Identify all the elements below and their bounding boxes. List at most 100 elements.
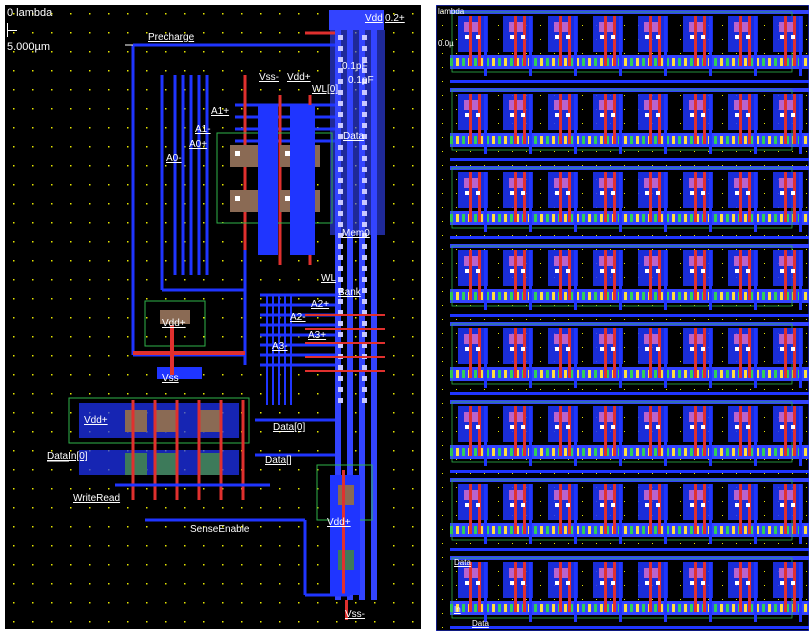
grid-dot	[51, 222, 53, 224]
layout-view-right[interactable]: lambda 0.0µ Data In Data	[436, 5, 809, 631]
bus-contact	[786, 292, 789, 300]
grid-dot	[498, 207, 499, 208]
bus-contact	[750, 604, 753, 612]
grid-dot	[32, 241, 34, 243]
grid-dot	[355, 279, 357, 281]
grid-dot	[764, 207, 765, 208]
bus-contact	[450, 214, 453, 222]
grid-dot	[722, 347, 723, 348]
grid-dot	[355, 431, 357, 433]
grid-dot	[51, 298, 53, 300]
bus-contact	[768, 136, 771, 144]
grid-dot	[764, 123, 765, 124]
via	[362, 112, 367, 117]
contact	[285, 151, 290, 156]
grid-dot	[624, 571, 625, 572]
bus-contact	[762, 136, 765, 144]
cell-poly	[739, 562, 742, 612]
grid-dot	[336, 602, 338, 604]
cell-contact	[476, 347, 480, 351]
grid-dot	[610, 53, 611, 54]
layout-canvas-right[interactable]	[436, 5, 809, 631]
grid-dot	[70, 108, 72, 110]
grid-dot	[393, 32, 395, 34]
bus-contact	[660, 136, 663, 144]
bus-contact	[630, 214, 633, 222]
grid-dot	[540, 347, 541, 348]
grid-dot	[582, 109, 583, 110]
bus-contact	[720, 370, 723, 378]
grid-dot	[540, 249, 541, 250]
grid-dot	[442, 25, 443, 26]
grid-dot	[624, 151, 625, 152]
grid-dot	[355, 450, 357, 452]
grid-dot	[203, 336, 205, 338]
bus-contact	[684, 292, 687, 300]
grid-dot	[736, 459, 737, 460]
cell-contact	[566, 269, 570, 273]
grid-dot	[456, 585, 457, 586]
grid-dot	[750, 459, 751, 460]
via	[362, 222, 367, 227]
grid-dot	[32, 545, 34, 547]
grid-dot	[260, 298, 262, 300]
grid-dot	[70, 602, 72, 604]
bus-contact	[486, 526, 489, 534]
grid-dot	[498, 263, 499, 264]
bus-contact	[462, 292, 465, 300]
grid-dot	[456, 599, 457, 600]
diffusion	[338, 485, 354, 505]
bus-contact	[768, 58, 771, 66]
grid-dot	[393, 13, 395, 15]
grid-dot	[13, 317, 15, 319]
bus-contact	[666, 214, 669, 222]
cell-contact	[510, 425, 514, 429]
grid-dot	[442, 445, 443, 446]
cell-bitline	[664, 94, 667, 154]
cell-contact	[566, 113, 570, 117]
grid-dot	[89, 583, 91, 585]
grid-dot	[778, 235, 779, 236]
bus-contact	[564, 370, 567, 378]
grid-dot	[792, 151, 793, 152]
grid-dot	[412, 70, 414, 72]
grid-dot	[750, 235, 751, 236]
grid-dot	[203, 70, 205, 72]
grid-dot	[412, 374, 414, 376]
bus-contact	[534, 58, 537, 66]
bus-contact	[642, 58, 645, 66]
bus-contact	[630, 58, 633, 66]
cell-contact	[701, 347, 705, 351]
grid-dot	[680, 207, 681, 208]
grid-dot	[393, 51, 395, 53]
layout-view-left[interactable]: 0 lambda 5.000µm Vdd 0.2+ Precharge Vss-…	[5, 5, 421, 629]
bus-contact	[492, 604, 495, 612]
grid-dot	[638, 459, 639, 460]
grid-dot	[624, 235, 625, 236]
cell-contact	[476, 35, 480, 39]
cell-poly	[604, 328, 607, 378]
grid-dot	[708, 459, 709, 460]
grid-dot	[260, 583, 262, 585]
grid-dot	[203, 127, 205, 129]
grid-dot	[89, 602, 91, 604]
grid-dot	[456, 515, 457, 516]
cell-contact	[476, 269, 480, 273]
via	[338, 387, 343, 392]
bus-contact	[510, 136, 513, 144]
grid-dot	[13, 583, 15, 585]
grid-dot	[13, 355, 15, 357]
grid-dot	[355, 260, 357, 262]
bus-contact	[480, 292, 483, 300]
grid-dot	[146, 317, 148, 319]
via	[362, 123, 367, 128]
layout-canvas-left[interactable]	[5, 5, 421, 629]
grid-dot	[108, 13, 110, 15]
bus-contact	[636, 136, 639, 144]
grid-dot	[241, 317, 243, 319]
grid-dot	[498, 585, 499, 586]
bus-contact	[588, 604, 591, 612]
grid-dot	[456, 179, 457, 180]
grid-dot	[70, 488, 72, 490]
grid-dot	[222, 507, 224, 509]
